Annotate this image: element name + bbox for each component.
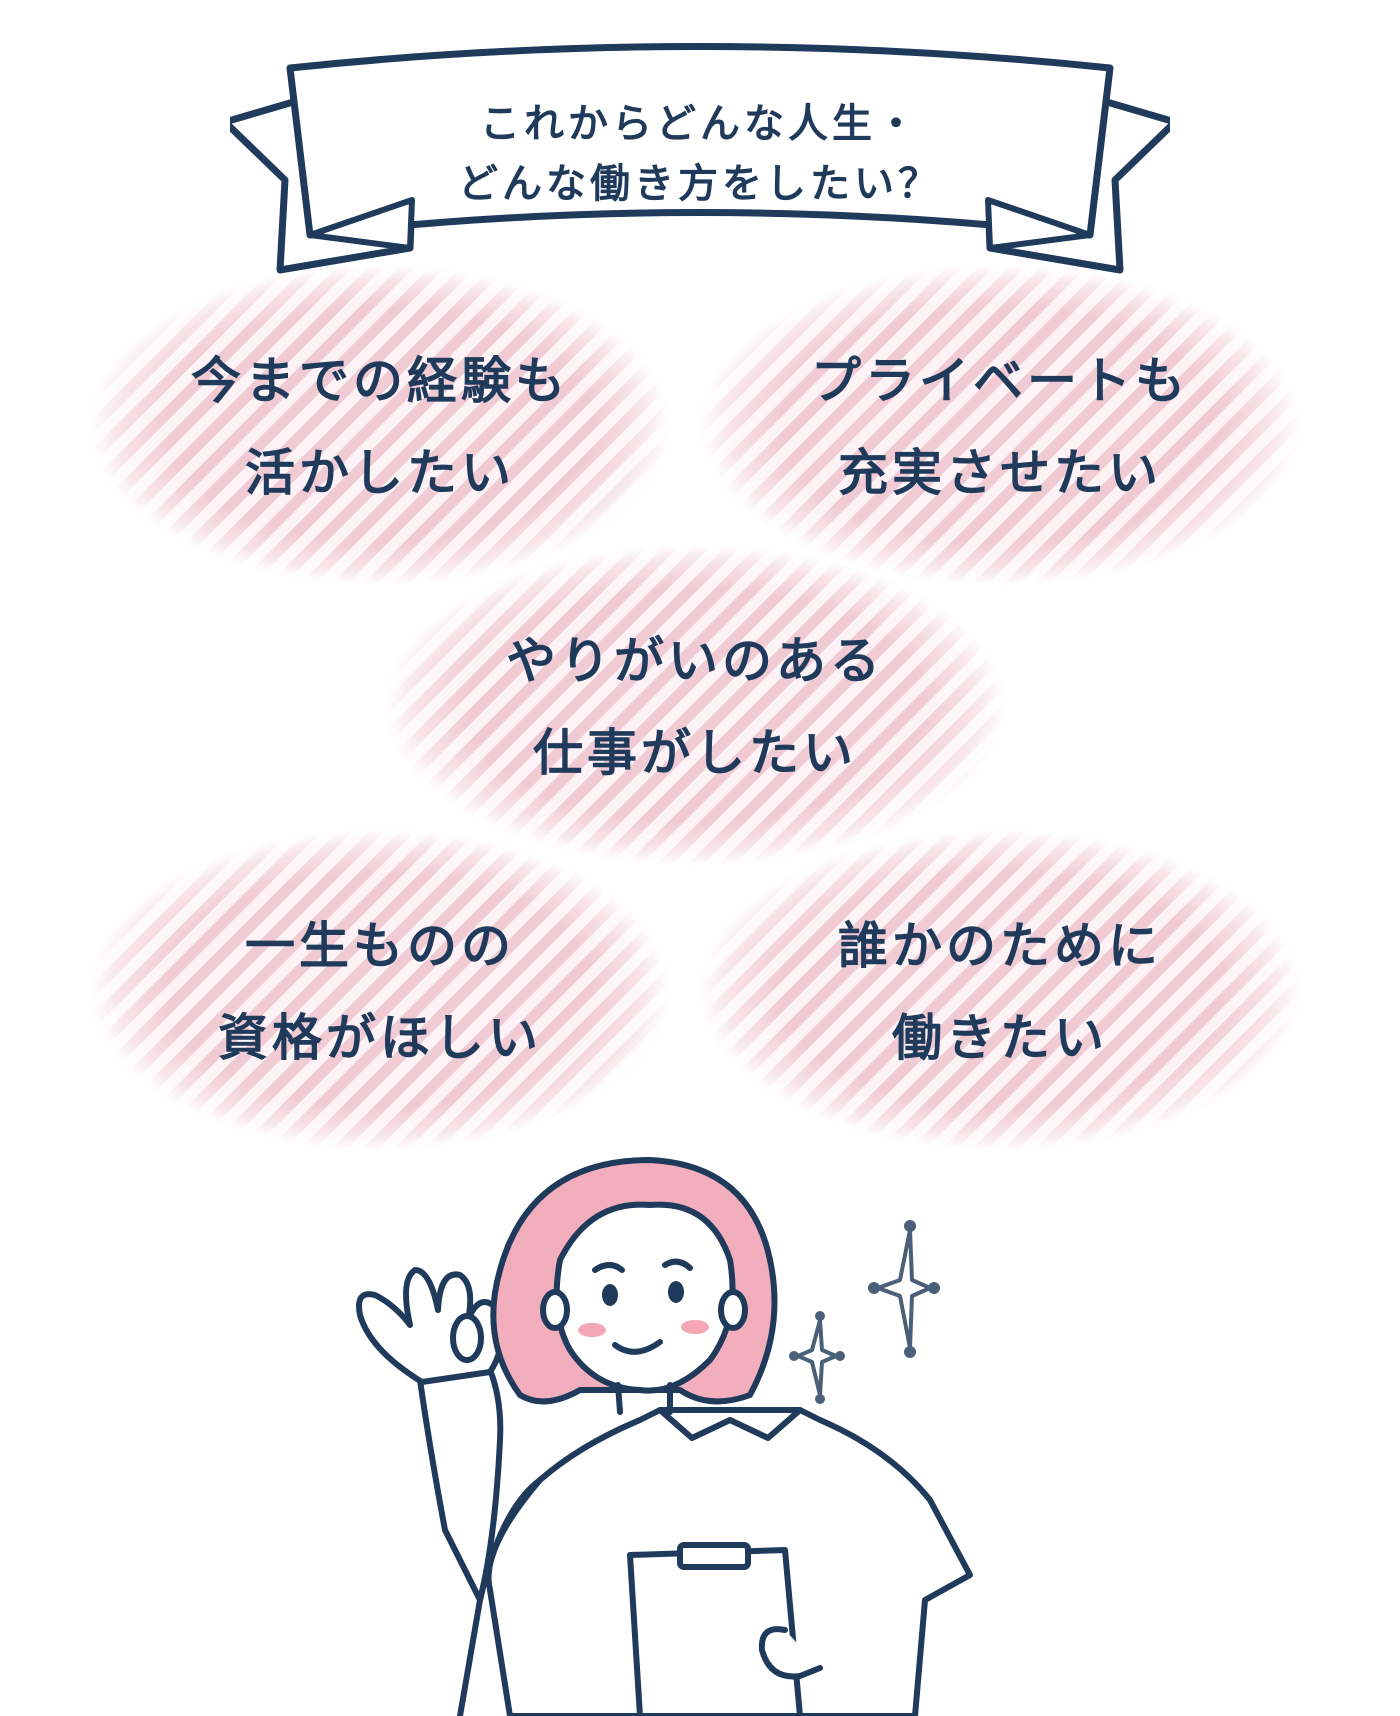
- ribbon-icon: [230, 43, 1170, 274]
- wish-line: やりがいのある: [506, 632, 884, 690]
- wish-line: 働きたい: [892, 1009, 1108, 1067]
- page-title: これからどんな人生・ どんな働き方をしたい？: [230, 94, 1170, 214]
- wish-line: 仕事がしたい: [533, 724, 857, 782]
- page-title-line-1: これからどんな人生・: [480, 101, 920, 147]
- page-title-line-2: どんな働き方をしたい？: [458, 161, 942, 207]
- wish-line: 資格がほしい: [218, 1009, 542, 1067]
- wish-line: 充実させたい: [838, 444, 1162, 502]
- wish-line: 一生ものの: [245, 917, 515, 975]
- wish-experience: 今までの経験も 活かしたい: [90, 335, 670, 519]
- wish-bubble-background: [385, 545, 1005, 865]
- wish-bubble-background: [700, 830, 1300, 1150]
- wish-line: 誰かのために: [838, 917, 1162, 975]
- wish-line: プライベートも: [811, 352, 1189, 410]
- wish-private-life: プライベートも 充実させたい: [700, 335, 1300, 519]
- wish-line: 活かしたい: [245, 444, 515, 502]
- nurse-illustration: [330, 1120, 1050, 1716]
- nurse-ok-sign-icon: [356, 1157, 973, 1716]
- wish-qualification: 一生ものの 資格がほしい: [90, 900, 670, 1084]
- wish-bubble-background: [700, 265, 1300, 585]
- wish-bubble-background: [90, 830, 670, 1150]
- heading-banner: これからどんな人生・ どんな働き方をしたい？: [230, 40, 1170, 310]
- wish-rewarding-work: やりがいのある 仕事がしたい: [385, 615, 1005, 799]
- wish-help-others: 誰かのために 働きたい: [700, 900, 1300, 1084]
- wish-bubble-background: [90, 265, 670, 585]
- wish-line: 今までの経験も: [191, 352, 569, 410]
